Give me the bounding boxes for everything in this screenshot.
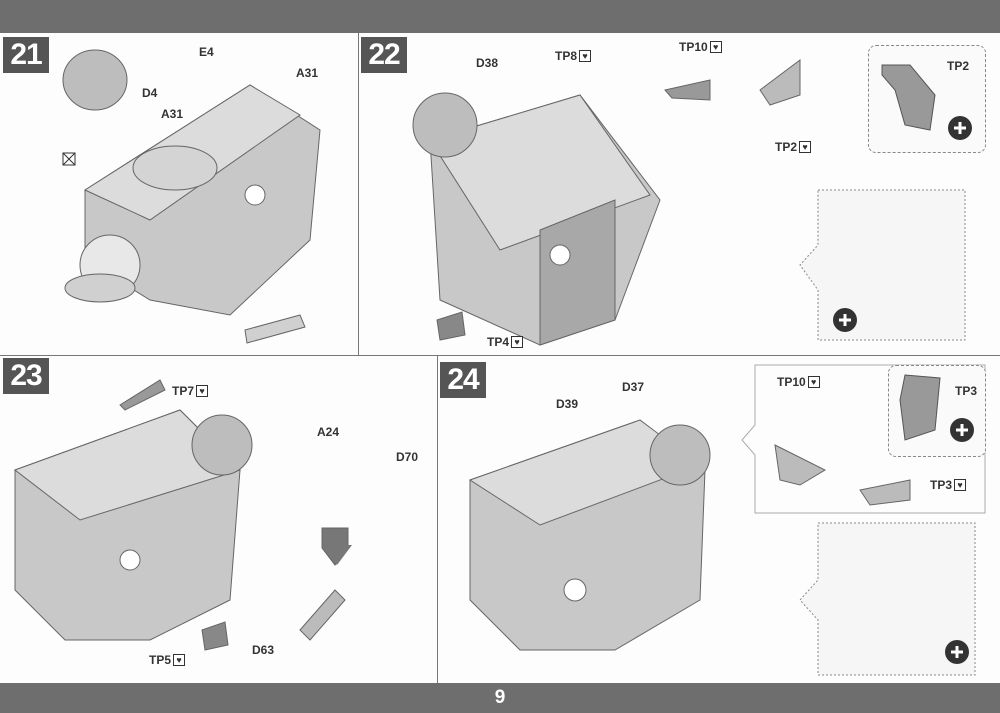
heart-icon: ♥ [173,654,186,666]
part-label: D37 [622,380,645,394]
part-label-photo-etch: TP2♥ [775,140,812,154]
hull-step-23 [13,379,349,651]
part-id: TP10 [777,375,806,389]
step-number: 22 [361,37,407,73]
step-number: 23 [3,358,49,394]
part-label: A31 [161,107,184,121]
heart-icon: ♥ [799,141,812,153]
part-id: TP7 [172,384,195,398]
part-label-photo-etch: TP3♥ [930,478,967,492]
part-label: TP2 [947,59,970,73]
part-id: TP5 [149,653,172,667]
page-number: 9 [494,687,506,708]
heart-icon: ♥ [954,479,967,491]
part-label: D70 [396,450,419,464]
heart-icon: ♥ [196,385,209,397]
part-label: A24 [317,425,340,439]
heart-icon: ♥ [579,50,592,62]
arrow-down-icon [322,530,352,565]
step-number: 24 [440,362,486,398]
divider [358,33,359,355]
part-label: D39 [556,397,579,411]
part-label: D38 [476,56,499,70]
hull-step-24 [468,419,911,651]
header-bar [0,0,1000,33]
part-label: E4 [199,45,214,59]
part-label-photo-etch: TP7♥ [172,384,209,398]
part-label-photo-etch: TP5♥ [149,653,186,667]
heart-icon: ♥ [709,41,722,53]
part-label: A31 [296,66,319,80]
part-label: D4 [142,86,158,100]
callouts [741,189,986,676]
part-id: TP4 [487,335,510,349]
heart-icon: ♥ [511,336,524,348]
part-label-photo-etch: TP4♥ [487,335,524,349]
divider [437,355,438,683]
heart-icon: ♥ [807,376,820,388]
part-label: TP3 [955,384,978,398]
part-id: TP8 [555,49,578,63]
part-label-photo-etch: TP10♥ [679,40,722,54]
part-id: TP10 [679,40,708,54]
hull-step-22 [412,59,801,346]
part-label-photo-etch: TP8♥ [555,49,592,63]
hull-step-21 [62,49,321,344]
part-id: TP2 [775,140,798,154]
part-label-photo-etch: TP10♥ [777,375,820,389]
divider [0,355,1000,356]
part-id: TP3 [930,478,953,492]
part-label: D63 [252,643,275,657]
step-number: 21 [3,37,49,73]
footer-bar: 9 [0,683,1000,713]
